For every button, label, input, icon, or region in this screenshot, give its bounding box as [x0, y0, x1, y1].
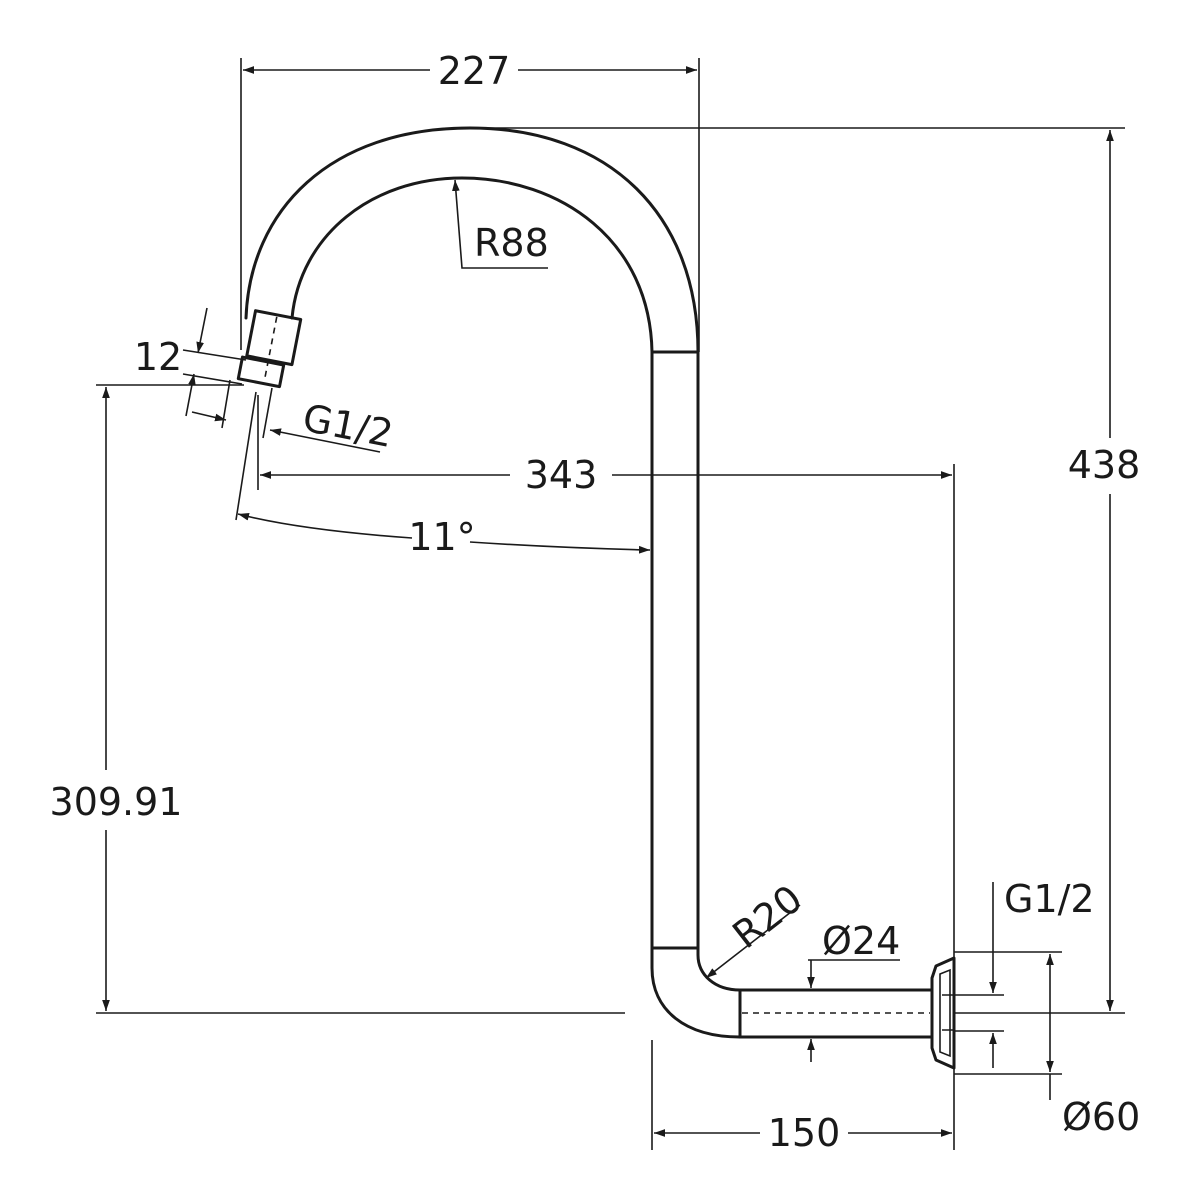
- ext-line-g12-right: [262, 387, 273, 439]
- label-height-438: 438: [1068, 443, 1141, 487]
- label-outlet-length-12: 12: [134, 335, 182, 379]
- outlet-sleeve: [245, 309, 303, 367]
- label-pipe-diameter-24: Ø24: [822, 919, 900, 963]
- label-inlet-offset-150: 150: [768, 1111, 841, 1155]
- leader-r20: [705, 904, 801, 979]
- outlet-centerline: [263, 316, 278, 382]
- label-outlet-thread-g12: G1/2: [299, 396, 396, 456]
- ext-line-12-top: [182, 349, 247, 361]
- leader-r88: [452, 179, 548, 269]
- label-angle-11: 11°: [408, 515, 475, 559]
- gooseneck-outer-contour: [244, 126, 700, 354]
- outlet-connector: [236, 309, 303, 389]
- label-radius-r20: R20: [724, 876, 810, 957]
- dim-angle-left: [237, 513, 413, 539]
- lower-elbow-outer: [650, 946, 742, 1039]
- outlet-nut: [236, 355, 286, 389]
- shower-arm-body: [236, 126, 956, 1070]
- label-radius-r88: R88: [474, 221, 549, 265]
- dim-g12-right: [269, 428, 381, 453]
- dim-12-top: [196, 307, 208, 354]
- label-outlet-height-309: 309.91: [50, 780, 183, 824]
- label-width-227: 227: [438, 49, 511, 93]
- dim-12-bottom: [185, 373, 196, 417]
- lower-elbow-inner: [696, 946, 742, 992]
- gooseneck-inner-contour: [290, 176, 654, 354]
- dim-g12-left: [191, 411, 227, 422]
- label-inlet-thread-g12: G1/2: [1004, 877, 1095, 921]
- label-reach-343: 343: [525, 453, 598, 497]
- dimension-labels: 227 R88 438 12 G1/2 343 11° 309.91 R20 Ø…: [50, 49, 1141, 1155]
- ext-line-angle: [235, 391, 257, 521]
- label-flange-diameter-60: Ø60: [1062, 1095, 1140, 1139]
- ext-line-g12-left: [221, 379, 231, 429]
- dimension-lines: [96, 58, 1125, 1150]
- dim-angle-right: [469, 541, 651, 554]
- wall-flange-detail: [939, 968, 954, 1058]
